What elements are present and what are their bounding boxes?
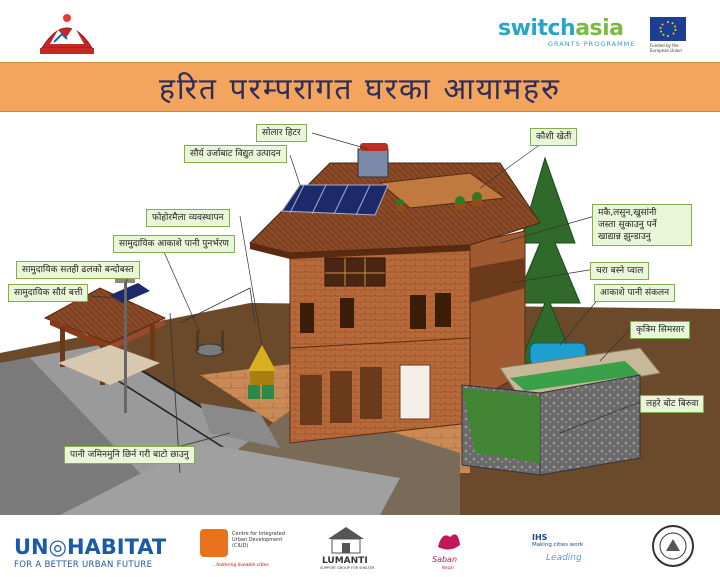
ihs-script: Leading: [546, 553, 582, 563]
saban-name: Saban: [432, 555, 458, 564]
green-house-illustration: सोलार हिटर सौर्य उर्जाबाट विद्युत उत्पाद…: [0, 113, 720, 515]
callout-artificial-wetland: कृत्रिम सिमसार: [630, 321, 691, 339]
lumanti-name: LUMANTI: [322, 556, 368, 566]
callout-grain-drying-line3: खाद्यान्न झुन्डाउनु: [598, 232, 651, 242]
callout-waste-management: फोहोरमैला व्यवस्थापन: [146, 209, 230, 227]
eu-caption: Funded by the European Union: [650, 43, 682, 53]
callout-grain-drying: मकै,लसुन,खुसांनी जस्ता सुकाउनु पर्ने खाद…: [592, 204, 692, 246]
nepal-government-emblem: [40, 14, 94, 54]
callout-bird-nest: चरा बस्ने प्वाल: [590, 262, 650, 280]
ihs-tagline: Making cities work: [532, 542, 584, 548]
ihs-name: IHS: [532, 533, 548, 542]
eu-flag-icon: [650, 17, 686, 41]
municipal-seal-icon: [652, 525, 694, 567]
callout-rooftop-farming: कौशी खेती: [530, 128, 578, 146]
callout-community-solar-light: सामुदायिक सौर्य बत्ती: [8, 284, 89, 302]
lumanti-house-icon: [328, 527, 364, 554]
header: switchasia GRANTS PROGRAMME Funded by th…: [0, 0, 720, 62]
ciud-name: Centre for Integrated Urban Development …: [232, 531, 285, 549]
callout-rainwater-recharge: सामुदायिक आकाशे पानी पुनर्भरण: [113, 235, 235, 253]
scene-artwork: [0, 113, 720, 515]
callout-grain-drying-line2: जस्ता सुकाउनु पर्ने: [598, 220, 657, 230]
un-habitat-logo: UN◎HABITAT: [14, 535, 167, 559]
callout-permeable-paving: पानी जमिनमुनि छिर्न गरी बाटो छाउनु: [64, 446, 195, 464]
switchasia-logo: switchasia: [498, 16, 624, 41]
partner-logos-footer: UN◎HABITAT FOR A BETTER URBAN FUTURE Cen…: [0, 515, 720, 577]
callout-rainwater-collection: आकाशे पानी संकलन: [594, 284, 676, 302]
ciud-logo-icon: [200, 529, 228, 557]
callout-grain-drying-line1: मकै,लसुन,खुसांनी: [598, 208, 657, 218]
callout-solar-heater: सोलार हिटर: [256, 124, 307, 142]
saban-tagline: Nepal: [442, 565, 454, 570]
ciud-tagline: ...fostering liveable cities: [212, 563, 269, 568]
callout-solar-power: सौर्य उर्जाबाट विद्युत उत्पादन: [184, 145, 287, 163]
un-habitat-tagline: FOR A BETTER URBAN FUTURE: [14, 560, 153, 570]
callout-creeper-plants: लहरे बोट बिरुवा: [640, 395, 705, 413]
switchasia-subtitle: GRANTS PROGRAMME: [548, 40, 636, 48]
saban-logo-icon: [438, 534, 460, 550]
lumanti-tagline: SUPPORT GROUP FOR SHELTER: [320, 566, 375, 570]
title-band: हरित परम्परागत घरका आयामहरु: [0, 62, 720, 112]
page-title: हरित परम्परागत घरका आयामहरु: [158, 71, 562, 107]
callout-community-surface: सामुदायिक सतही ढलको बन्दोबस्त: [16, 261, 140, 279]
